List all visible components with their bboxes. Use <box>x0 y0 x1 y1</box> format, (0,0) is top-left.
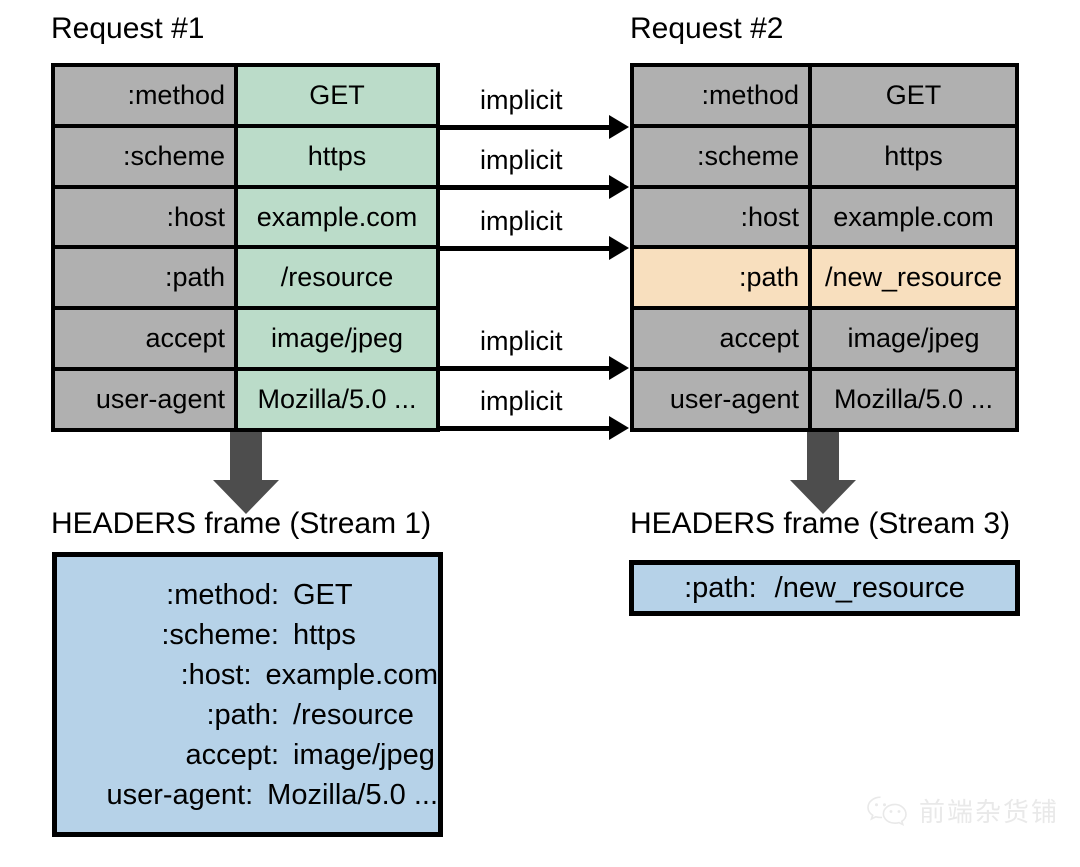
frame-header-name: :path: <box>684 572 757 604</box>
frame-header-value: GET <box>293 578 353 611</box>
down-arrow-request-2 <box>790 432 856 514</box>
frame-header-value: /resource <box>293 698 414 731</box>
header-name-cell: :path <box>634 249 812 307</box>
frame-header-value: Mozilla/5.0 ... <box>267 778 438 811</box>
frame-header-name: :method: <box>166 578 279 611</box>
frame-2-caption: HEADERS frame (Stream 3) <box>630 507 1011 540</box>
header-name-cell: :method <box>55 67 238 124</box>
frame-header-name: :path: <box>206 698 279 731</box>
header-row: :path/new_resource <box>634 249 1015 311</box>
header-name-cell: user-agent <box>634 371 812 428</box>
headers-frame-2-box: :path: /new_resource <box>629 560 1020 616</box>
frame-header-value: /new_resource <box>774 572 965 604</box>
implicit-label: implicit <box>480 85 563 116</box>
frame-header-value: example.com <box>265 658 438 691</box>
frame-header-line: :method: GET <box>57 575 438 615</box>
frame-header-name: accept: <box>185 738 280 771</box>
header-value-cell: GET <box>238 67 436 124</box>
header-value-cell: https <box>238 127 436 185</box>
frame-header-name: :scheme: <box>161 618 279 651</box>
header-name-cell: user-agent <box>55 371 238 428</box>
header-name-cell: :host <box>634 188 812 246</box>
header-value-cell: /resource <box>238 249 436 307</box>
watermark-text: 前端杂货铺 <box>919 798 1060 828</box>
wechat-icon <box>867 795 907 826</box>
frame-header-line: user-agent: Mozilla/5.0 ... <box>57 775 438 815</box>
header-value-cell: image/jpeg <box>812 310 1015 368</box>
header-name-cell: :method <box>634 67 812 124</box>
frame-header-value: https <box>293 618 356 651</box>
implicit-arrow <box>440 175 629 200</box>
headers-frame-1-box: :method: GET :scheme: https :host: example.co… <box>52 552 443 837</box>
implicit-arrow <box>440 115 629 140</box>
header-value-cell: image/jpeg <box>238 310 436 368</box>
header-name-cell: accept <box>55 310 238 368</box>
frame-header-line: accept: image/jpeg <box>57 735 438 775</box>
header-value-cell: Mozilla/5.0 ... <box>812 371 1015 428</box>
frame-header-value: image/jpeg <box>293 738 435 771</box>
implicit-arrow <box>440 355 629 380</box>
implicit-arrow <box>440 235 629 260</box>
implicit-label: implicit <box>480 145 563 176</box>
implicit-arrow <box>440 416 629 440</box>
header-value-cell: /new_resource <box>812 249 1015 307</box>
header-name-cell: accept <box>634 310 812 368</box>
header-value-cell: https <box>812 127 1015 185</box>
implicit-label: implicit <box>480 386 563 416</box>
frame-header-line: :scheme: https <box>57 615 438 655</box>
header-value-cell: GET <box>812 67 1015 124</box>
header-name-cell: :scheme <box>55 127 238 185</box>
header-name-cell: :scheme <box>634 127 812 185</box>
frame-header-line: :path: /new_resource <box>634 568 1015 608</box>
header-value-cell: Mozilla/5.0 ... <box>238 371 436 428</box>
frame-header-line: :path: /resource <box>57 695 438 735</box>
implicit-label: implicit <box>480 325 563 356</box>
header-row: :path/resource <box>55 249 436 311</box>
down-arrow-request-1 <box>213 432 279 514</box>
watermark: 前端杂货铺 <box>865 792 1059 829</box>
implicit-label: implicit <box>480 205 563 236</box>
frame-header-name: :host: <box>180 658 252 691</box>
header-value-cell: example.com <box>238 188 436 246</box>
header-value-cell: example.com <box>812 188 1015 246</box>
header-name-cell: :host <box>55 188 238 246</box>
frame-header-name: user-agent: <box>106 778 254 811</box>
request-1-title: Request #1 <box>51 12 205 45</box>
frame-1-caption: HEADERS frame (Stream 1) <box>51 507 432 540</box>
request-2-title: Request #2 <box>630 12 784 45</box>
header-name-cell: :path <box>55 249 238 307</box>
frame-header-line: :host: example.com <box>57 655 438 695</box>
